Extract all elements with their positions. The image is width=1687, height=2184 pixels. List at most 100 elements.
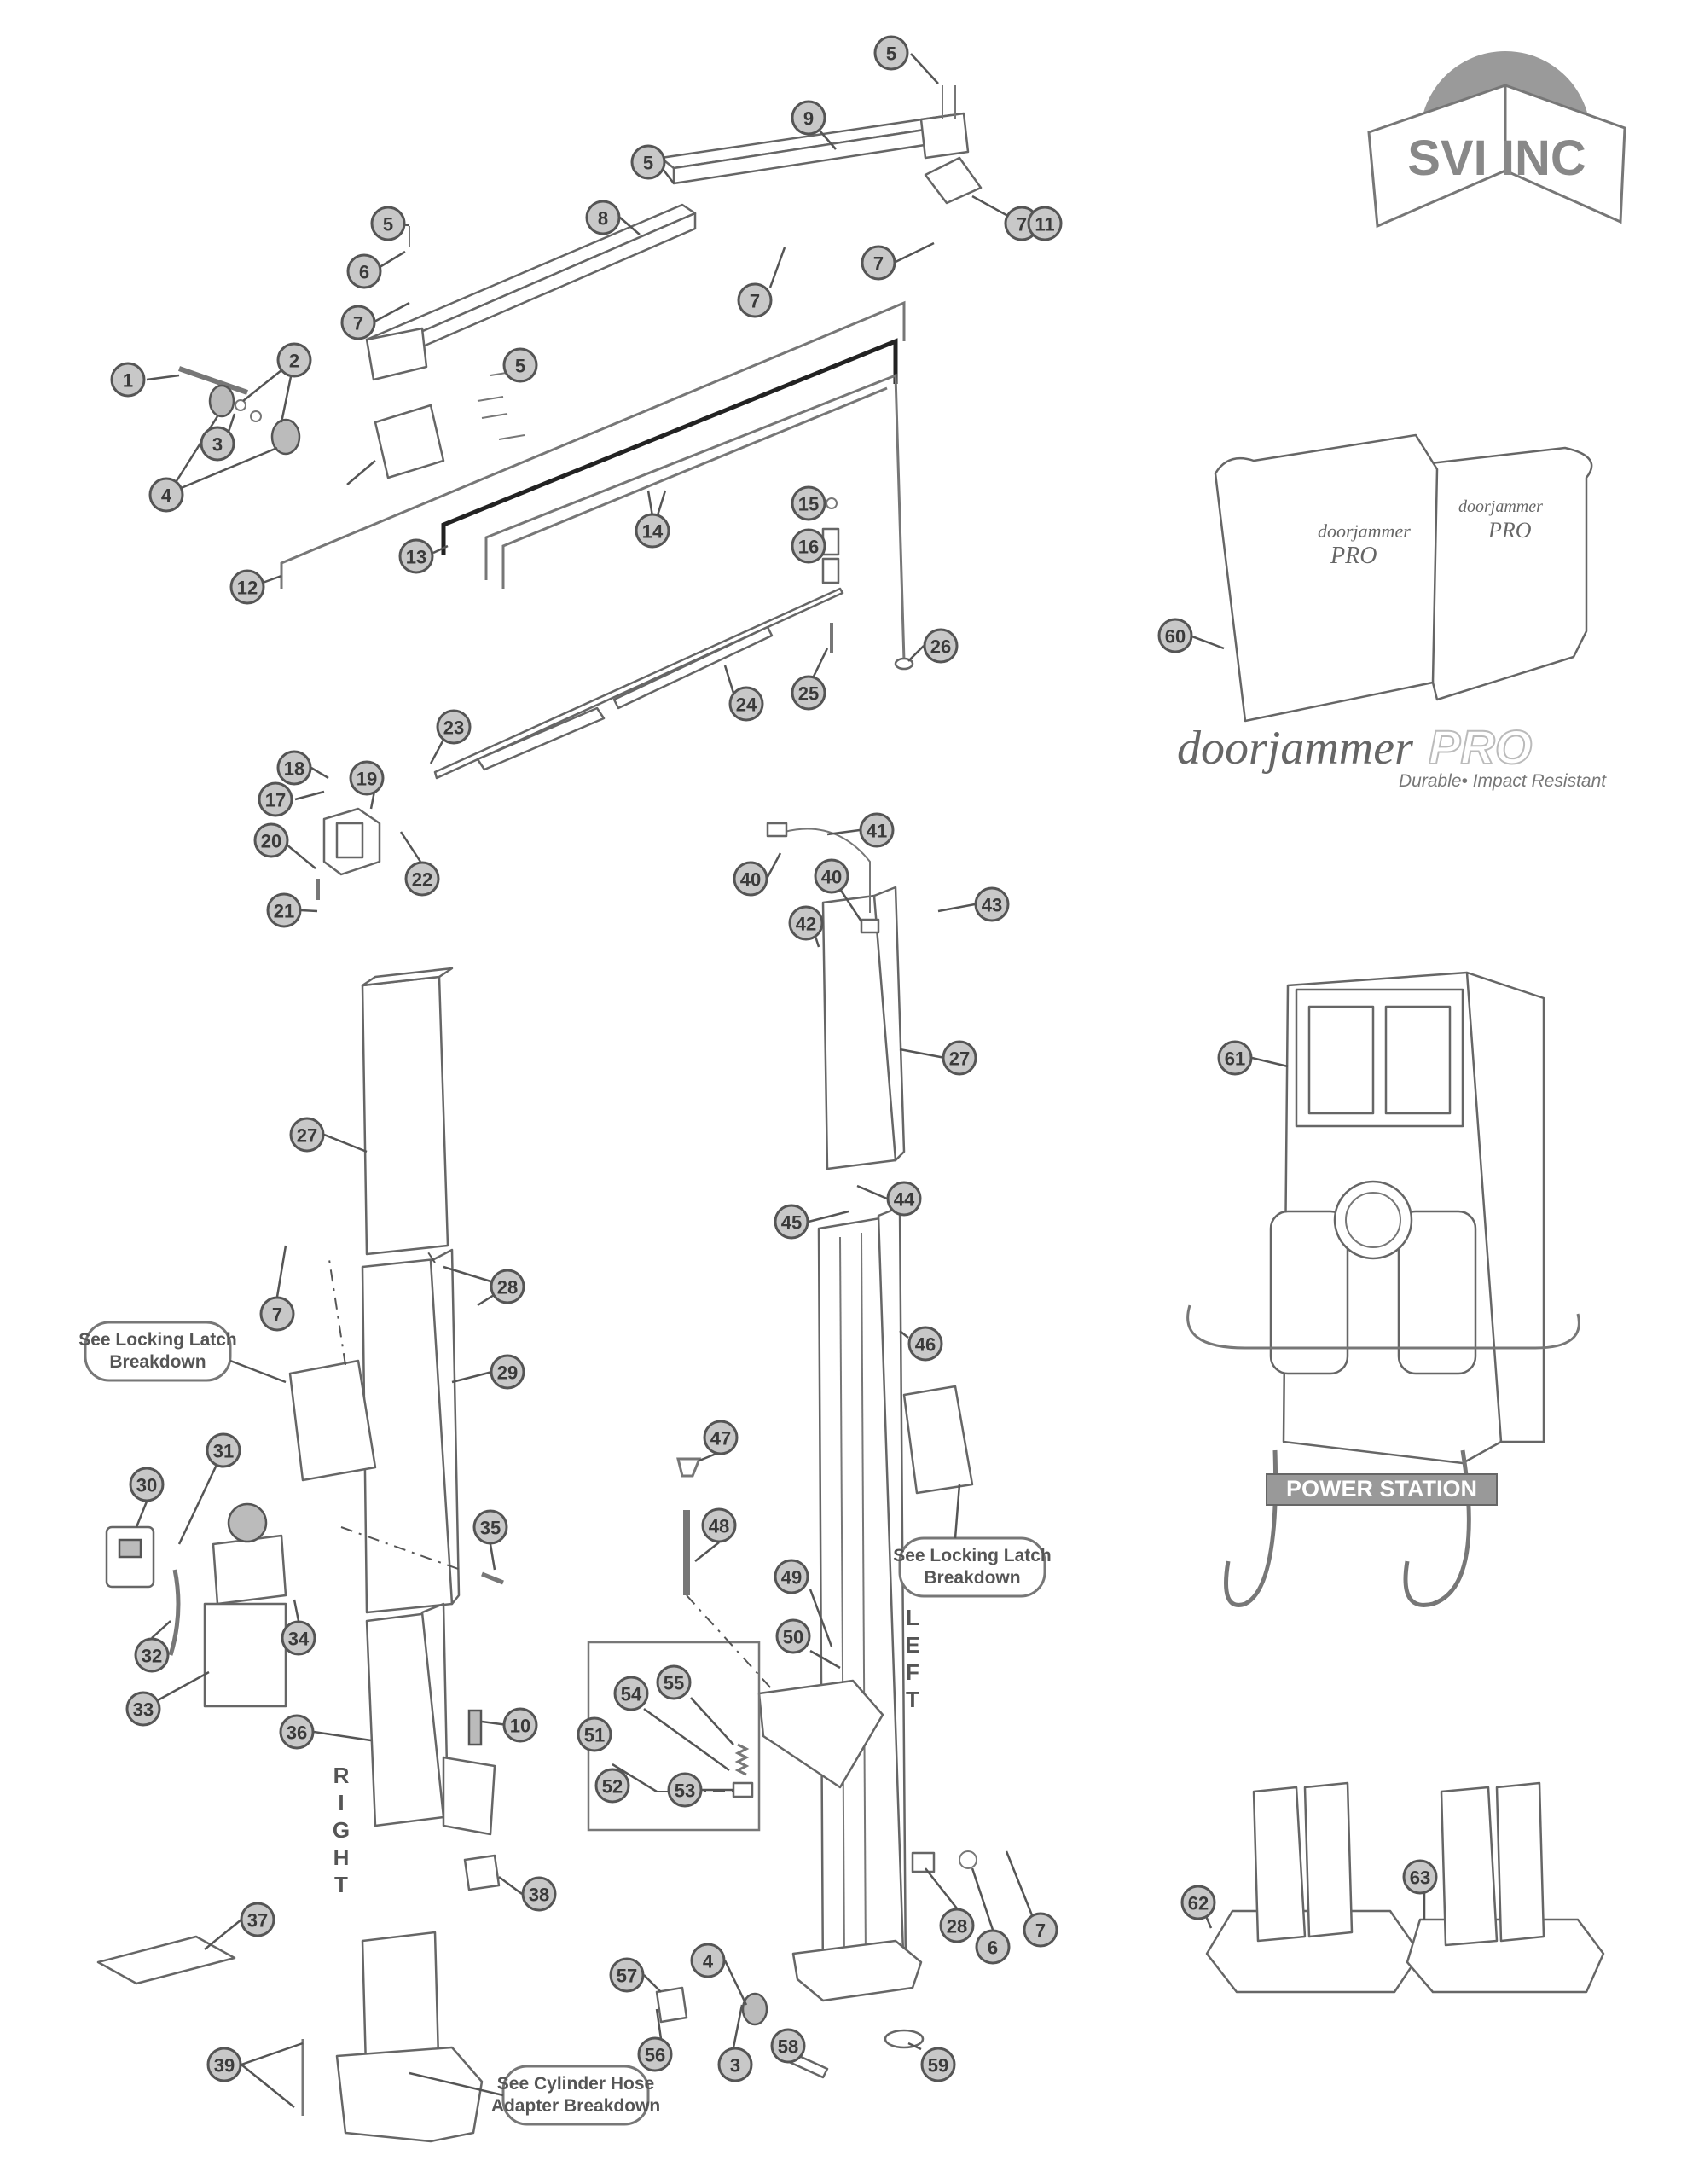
callout-circle [1157, 618, 1193, 653]
callout-7: 7 [259, 1296, 295, 1332]
callout-33: 33 [125, 1691, 161, 1727]
callout-circle [472, 1509, 508, 1545]
callout-number: 28 [497, 1277, 518, 1298]
callout-number: 46 [915, 1334, 936, 1356]
callout-14: 14 [635, 513, 670, 549]
callout-number: 23 [443, 717, 464, 739]
callout-9: 9 [791, 100, 826, 136]
left-letter: L [906, 1605, 919, 1630]
note-line: Breakdown [924, 1568, 1020, 1588]
callout-number: 48 [709, 1516, 729, 1537]
callout-circle [656, 1664, 692, 1700]
callout-56: 56 [637, 2036, 673, 2072]
callout-40: 40 [733, 861, 768, 897]
callout-number: 9 [803, 108, 814, 130]
callout-26: 26 [923, 628, 959, 664]
callout-circle [791, 100, 826, 136]
callout-55: 55 [656, 1664, 692, 1700]
callout-number: 41 [867, 821, 887, 842]
callout-49: 49 [774, 1559, 809, 1594]
doorjammer-logo-pro: PRO [1429, 720, 1532, 774]
callout-circle [788, 905, 824, 941]
callout-27: 27 [942, 1040, 977, 1076]
callout-number: 25 [798, 683, 819, 705]
callout-number: 6 [359, 262, 369, 283]
callout-50: 50 [775, 1618, 811, 1654]
right-letter: G [333, 1817, 350, 1843]
column-bases [1205, 1781, 1605, 1994]
callout-1: 1 [110, 362, 146, 398]
callout-28: 28 [490, 1269, 525, 1304]
callout-circle [259, 1296, 295, 1332]
callout-3: 3 [717, 2047, 753, 2082]
callout-17: 17 [258, 781, 293, 817]
callout-circle [861, 245, 896, 281]
callout-46: 46 [907, 1326, 943, 1362]
note-line: Adapter Breakdown [491, 2096, 660, 2116]
callout-circle [939, 1908, 975, 1943]
callout-circle [125, 1691, 161, 1727]
callout-8: 8 [585, 200, 621, 235]
callout-number: 52 [602, 1776, 623, 1798]
callout-circle [1180, 1885, 1216, 1920]
callout-13: 13 [398, 538, 434, 574]
callout-circle [942, 1040, 977, 1076]
callout-circle [502, 1707, 538, 1743]
callout-27: 27 [289, 1117, 325, 1153]
callout-circle [134, 1637, 170, 1673]
callout-circle [229, 569, 265, 605]
callout-2: 2 [276, 342, 312, 378]
callout-number: 31 [213, 1441, 234, 1462]
callout-number: 36 [287, 1722, 307, 1744]
callout-circle [814, 858, 849, 894]
callout-number: 35 [480, 1518, 501, 1539]
callout-number: 7 [353, 313, 363, 334]
left-letter: E [905, 1632, 919, 1658]
callout-number: 26 [930, 636, 951, 658]
callout-number: 33 [133, 1699, 154, 1721]
callout-circle [1027, 206, 1063, 241]
callout-34: 34 [281, 1620, 316, 1656]
callout-number: 2 [289, 351, 299, 372]
callout-number: 15 [798, 494, 819, 515]
callout-circle [266, 892, 302, 928]
callout-5: 5 [502, 347, 538, 383]
callout-circle [1217, 1040, 1253, 1076]
callout-4: 4 [690, 1943, 726, 1978]
callout-number: 4 [161, 485, 172, 507]
callout-circle [920, 2047, 956, 2082]
callout-number: 28 [947, 1916, 967, 1937]
callout-circle [129, 1467, 165, 1502]
callout-number: 20 [261, 831, 281, 852]
callout-number: 7 [750, 291, 760, 312]
callout-number: 43 [982, 895, 1002, 916]
callout-number: 10 [510, 1716, 530, 1737]
callout-32: 32 [134, 1637, 170, 1673]
leader-lines [135, 53, 1426, 2108]
callout-circle [521, 1876, 557, 1912]
callout-circle [886, 1181, 922, 1217]
callout-57: 57 [609, 1957, 645, 1993]
right-letter: T [334, 1872, 348, 1897]
callout-number: 58 [778, 2036, 798, 2058]
callout-number: 47 [710, 1428, 731, 1449]
panel-brand-pro: PRO [1330, 543, 1377, 569]
callout-circle [502, 347, 538, 383]
callout-number: 27 [297, 1125, 317, 1147]
callout-number: 1 [123, 370, 133, 392]
callout-3: 3 [200, 426, 235, 462]
callout-16: 16 [791, 528, 826, 564]
callout-circle [774, 1559, 809, 1594]
callout-number: 50 [783, 1627, 803, 1648]
callout-circle [667, 1772, 703, 1808]
callout-11: 11 [1027, 206, 1063, 241]
callout-39: 39 [206, 2047, 242, 2082]
callout-19: 19 [349, 760, 385, 796]
callout-63: 63 [1402, 1859, 1438, 1895]
callout-35: 35 [472, 1509, 508, 1545]
left-letter: T [906, 1687, 919, 1712]
panel-brand: doorjammer [1318, 520, 1411, 542]
callout-7: 7 [1023, 1912, 1058, 1948]
